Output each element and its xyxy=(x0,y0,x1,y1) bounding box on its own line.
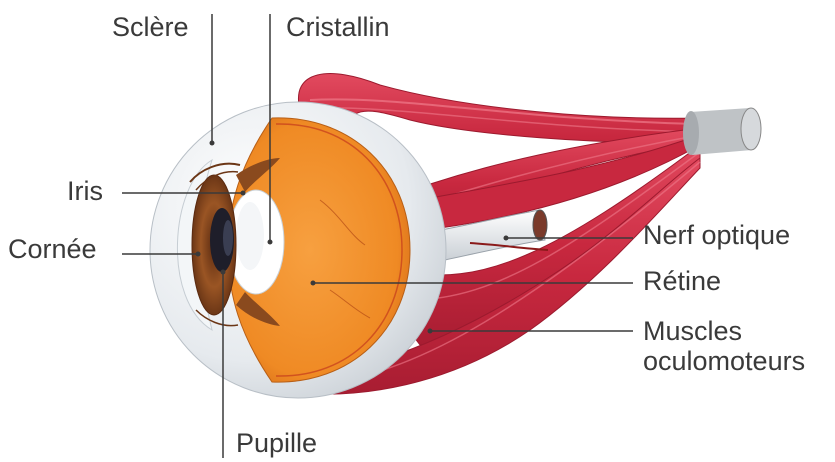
tendon-ring xyxy=(683,108,761,155)
label-muscles-line1: Muscles xyxy=(643,316,805,346)
label-pupille: Pupille xyxy=(236,430,317,457)
label-sclere: Sclère xyxy=(112,14,189,41)
label-nerf-optique: Nerf optique xyxy=(643,222,790,249)
eyeball xyxy=(150,102,446,398)
label-cornee: Cornée xyxy=(8,236,97,263)
label-muscles-oculomoteurs: Muscles oculomoteurs xyxy=(643,316,805,376)
label-cristallin: Cristallin xyxy=(286,14,390,41)
label-iris: Iris xyxy=(67,178,103,205)
label-retine: Rétine xyxy=(643,268,721,295)
label-muscles-line2: oculomoteurs xyxy=(643,346,805,376)
